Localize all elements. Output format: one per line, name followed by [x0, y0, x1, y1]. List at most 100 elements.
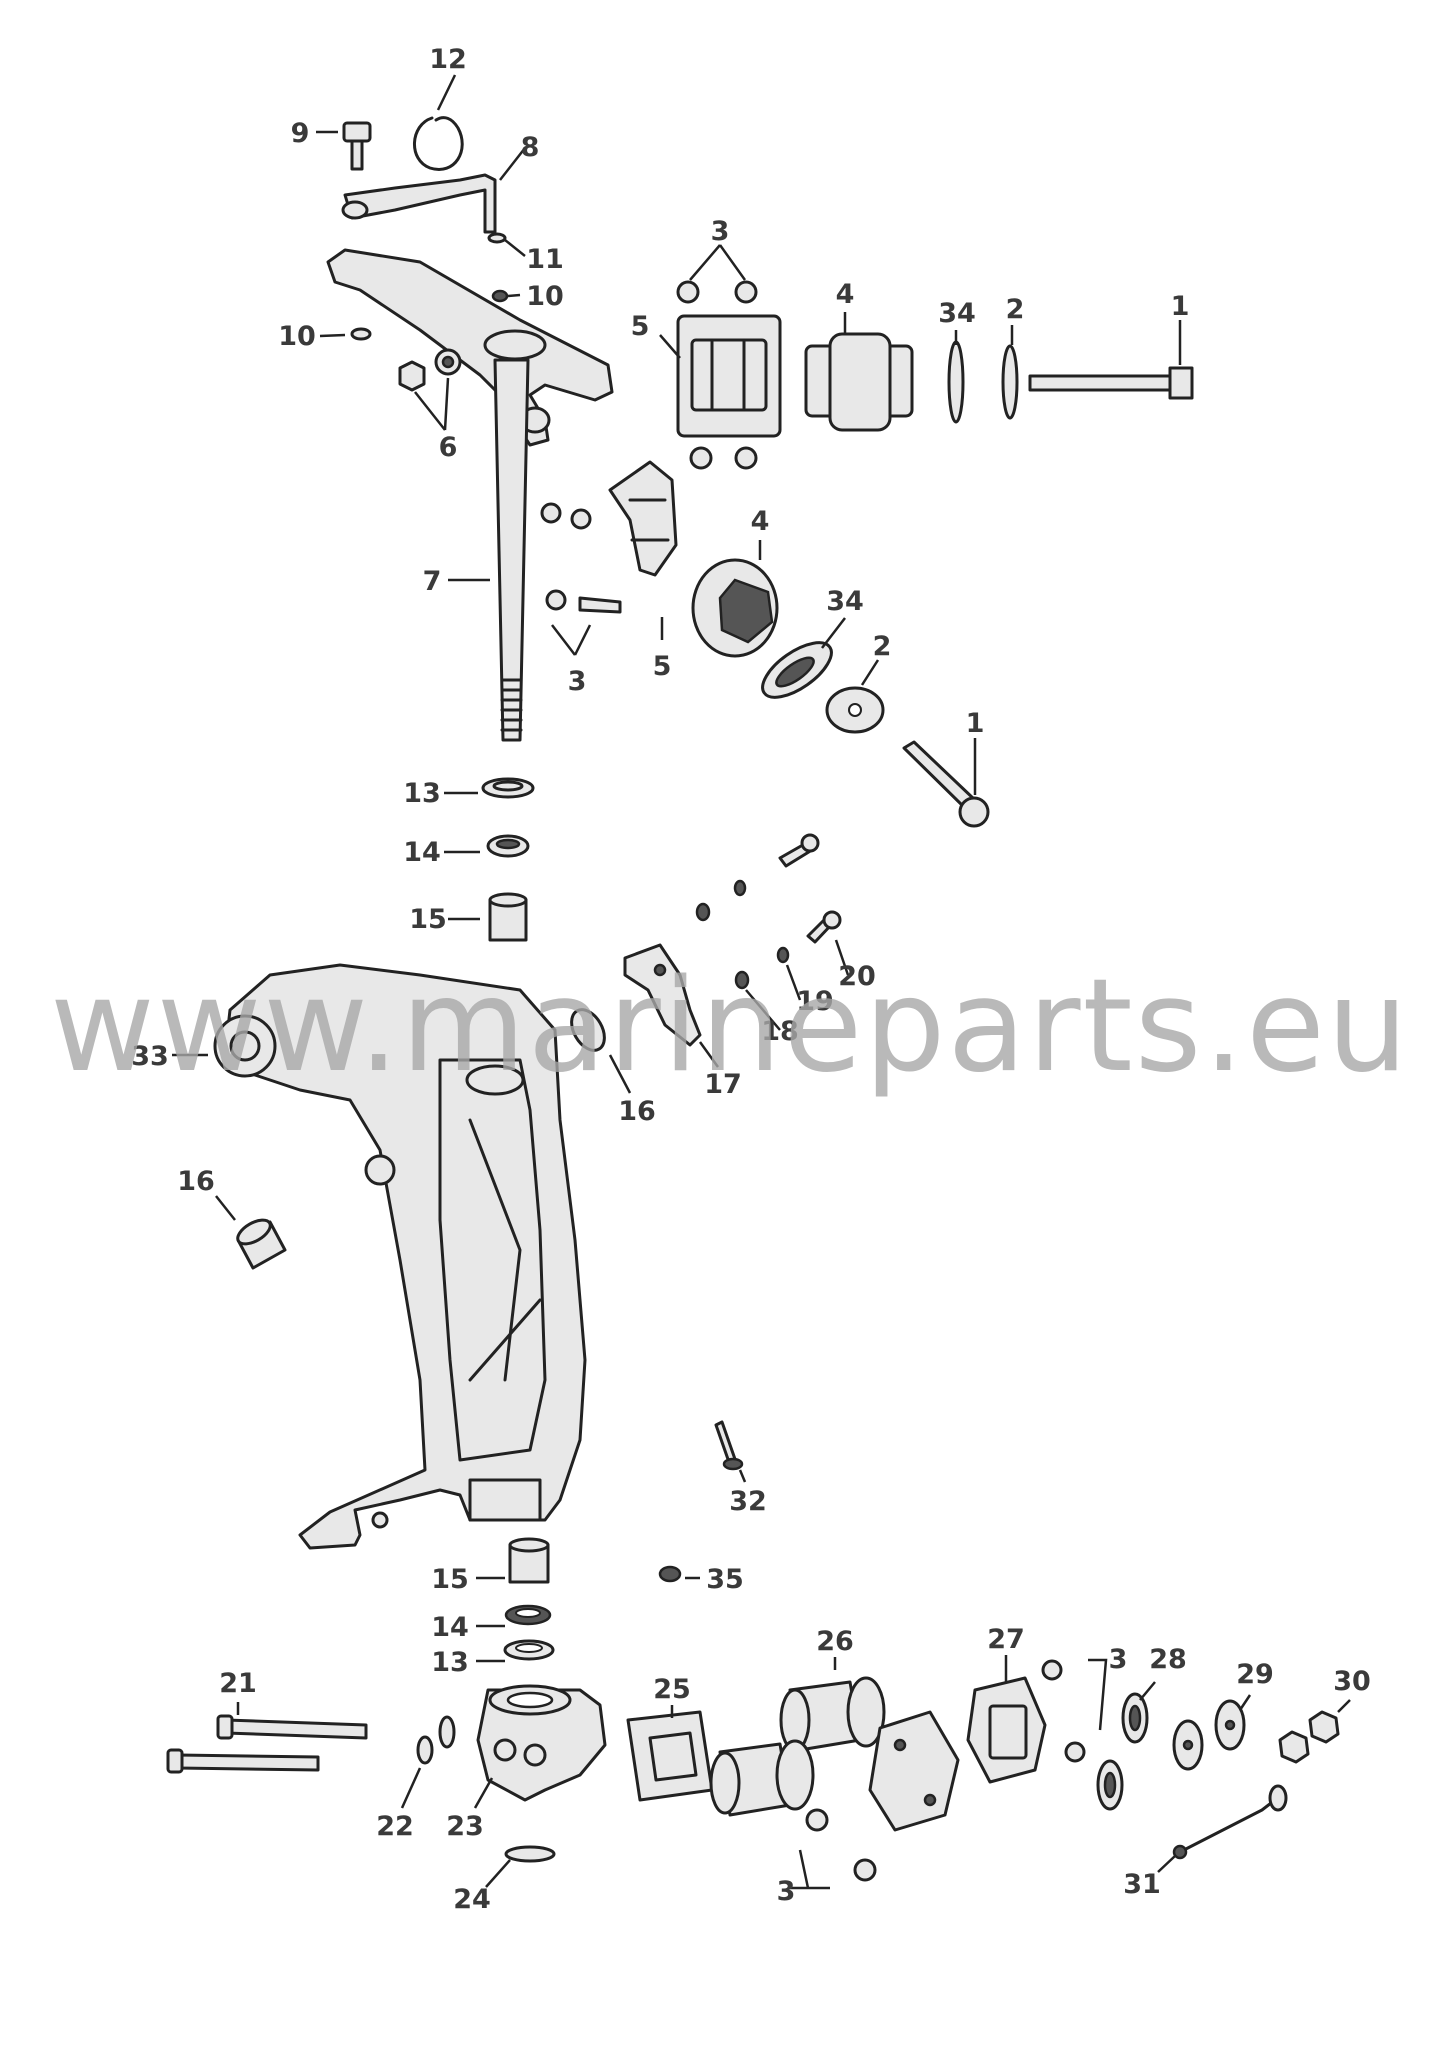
part-25-gasket — [626, 1710, 714, 1802]
callout-14-lower: 14 — [431, 1612, 469, 1643]
part-29-washers — [1172, 1699, 1246, 1771]
part-3-lower-bolts — [805, 1659, 1086, 1882]
callout-23: 23 — [446, 1811, 484, 1842]
part-1-upper-bolt — [1028, 366, 1194, 400]
part-6-nuts — [398, 348, 462, 392]
part-22-washers — [416, 1715, 456, 1765]
part-4-lower-mount — [691, 558, 779, 658]
callout-5-upper: 5 — [631, 311, 650, 342]
callout-29: 29 — [1236, 1659, 1274, 1690]
callout-15-lower: 15 — [431, 1564, 469, 1595]
part-14-upper-seal — [486, 834, 530, 858]
part-3-side-bolts — [540, 502, 622, 614]
callout-16-left: 16 — [177, 1166, 215, 1197]
part-30-nuts — [1278, 1710, 1340, 1764]
callout-26: 26 — [816, 1626, 854, 1657]
part-16-left-bushing — [236, 1218, 287, 1270]
callout-10-left: 10 — [278, 321, 316, 352]
callout-27: 27 — [987, 1624, 1025, 1655]
callout-9: 9 — [291, 118, 310, 149]
callout-34-upper: 34 — [938, 298, 976, 329]
callout-11: 11 — [526, 244, 564, 275]
callout-21: 21 — [219, 1668, 257, 1699]
part-8-linkage-rod — [341, 173, 497, 234]
part-28-washers — [1096, 1692, 1149, 1811]
callout-10-right: 10 — [526, 281, 564, 312]
callout-32: 32 — [729, 1486, 767, 1517]
part-10-washer-right — [491, 289, 509, 303]
callout-labels: 12 9 8 11 10 10 6 7 3 5 4 34 2 1 3 5 4 3… — [131, 44, 1371, 1915]
part-5-upper-mount-bracket — [676, 314, 782, 438]
part-2-upper-washer — [1001, 344, 1019, 420]
part-16-upper-bushing — [570, 1008, 606, 1052]
callout-33: 33 — [131, 1041, 169, 1072]
part-26-upper-mount — [779, 1676, 886, 1752]
callout-3-upper: 3 — [711, 216, 730, 247]
callout-3-right: 3 — [1109, 1644, 1128, 1675]
part-19-washers — [733, 879, 790, 964]
callout-5-lower: 5 — [653, 651, 672, 682]
callout-18: 18 — [761, 1016, 799, 1047]
part-18-nuts — [695, 902, 750, 990]
callout-4-lower: 4 — [751, 506, 770, 537]
part-12-clamp — [413, 116, 464, 171]
callout-14-upper: 14 — [403, 837, 441, 868]
callout-17: 17 — [704, 1069, 742, 1100]
callout-4-upper: 4 — [836, 279, 855, 310]
part-33-swivel-bracket — [213, 963, 587, 1550]
callout-22: 22 — [376, 1811, 414, 1842]
callout-34-lower: 34 — [826, 586, 864, 617]
part-15-lower-bushing — [508, 1537, 550, 1584]
callout-3-side: 3 — [568, 666, 587, 697]
part-17-bracket — [623, 943, 702, 1047]
part-23-lower-yoke — [476, 1684, 607, 1802]
part-5-lower-clamp — [608, 460, 678, 577]
mount-cover-plate — [868, 1710, 960, 1832]
callout-12: 12 — [429, 44, 467, 75]
upper-yoke-arm — [326, 248, 614, 447]
callout-13-lower: 13 — [431, 1647, 469, 1678]
callout-28: 28 — [1149, 1644, 1187, 1675]
callout-8: 8 — [521, 132, 540, 163]
callout-2-upper: 2 — [1006, 294, 1025, 325]
part-14-lower-seal — [504, 1604, 552, 1626]
callout-20: 20 — [838, 961, 876, 992]
part-21-long-bolts — [166, 1714, 368, 1774]
part-10-washer-left — [350, 327, 372, 341]
leader-lines — [172, 74, 1351, 1890]
part-34-lower-washer — [761, 641, 833, 699]
callout-24: 24 — [453, 1884, 491, 1915]
part-9-bolt — [342, 121, 372, 171]
part-13-lower-washer — [503, 1639, 555, 1661]
watermark-text: www.marineparts.eu — [50, 952, 1410, 1101]
callout-30: 30 — [1333, 1666, 1371, 1697]
part-11-washer — [487, 232, 507, 244]
callout-19: 19 — [796, 986, 834, 1017]
callout-31: 31 — [1123, 1869, 1161, 1900]
part-2-lower-washer — [825, 686, 885, 734]
part-7-steering-shaft — [493, 358, 530, 742]
part-24-washer — [504, 1845, 556, 1863]
callout-3-lower: 3 — [777, 1876, 796, 1907]
part-27-retainer — [966, 1676, 1047, 1784]
part-31-ground-strap — [1172, 1784, 1288, 1860]
part-13-upper-washer — [481, 777, 535, 799]
part-35-nut — [658, 1565, 682, 1583]
callout-15-upper: 15 — [409, 904, 447, 935]
part-32-pin — [714, 1420, 744, 1471]
callout-2-lower: 2 — [873, 631, 892, 662]
part-15-upper-bushing — [488, 892, 528, 942]
part-26-lower-mount — [709, 1739, 815, 1817]
callout-13-upper: 13 — [403, 778, 441, 809]
part-34-upper-washer — [947, 340, 965, 424]
callout-6: 6 — [439, 432, 458, 463]
callout-1-upper: 1 — [1171, 291, 1190, 322]
callout-25: 25 — [653, 1674, 691, 1705]
part-20-screws — [778, 833, 842, 944]
callout-1-lower: 1 — [966, 708, 985, 739]
callout-7: 7 — [423, 566, 442, 597]
part-3-upper-nuts — [676, 280, 758, 470]
callout-16-upper: 16 — [618, 1096, 656, 1127]
part-1-lower-bolt — [902, 740, 990, 828]
